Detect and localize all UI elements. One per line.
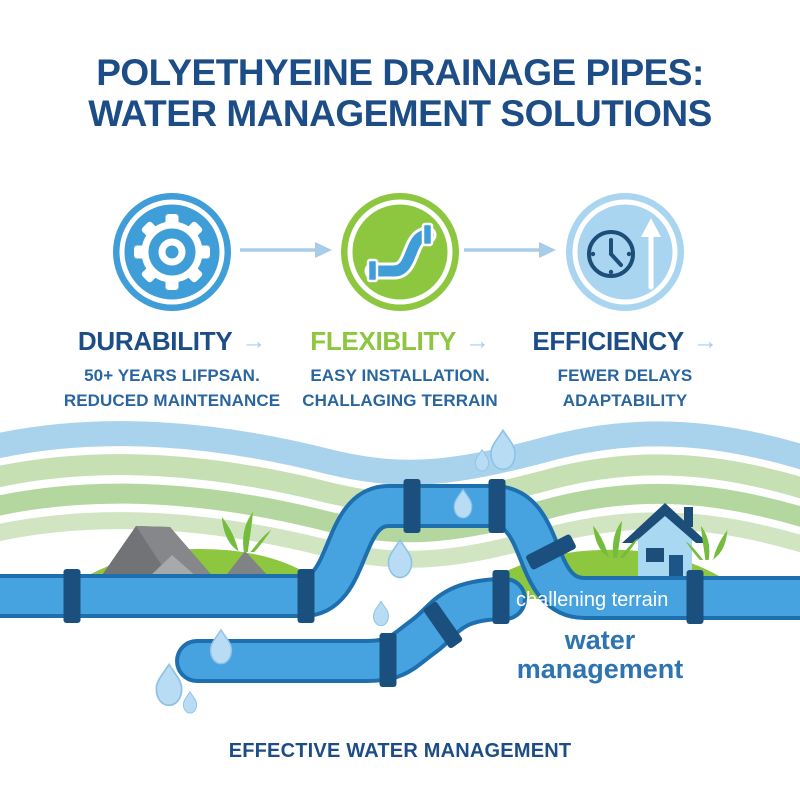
feature-line: FEWER DELAYS xyxy=(557,366,693,385)
arrow-right-icon: → xyxy=(465,327,490,355)
rock-icon xyxy=(100,526,270,578)
pipe-label: challening terrain xyxy=(516,589,668,611)
feature-description: FEWER DELAYS ADAPTABILITY xyxy=(500,363,750,413)
pipe-scene: challening terrain water management xyxy=(0,421,800,714)
feature-line: CHALLAGING TERRAIN xyxy=(302,391,498,410)
page-title: POLYETHYEINE DRAINAGE PIPES: WATER MANAG… xyxy=(0,52,800,134)
clock-icon xyxy=(587,230,635,278)
flexible-pipe-icon xyxy=(364,222,437,283)
flow-arrow-icon xyxy=(464,242,556,258)
feature-line: EASY INSTALLATION. xyxy=(310,366,490,385)
feature-line: ADAPTABILITY xyxy=(562,391,688,410)
house-icon xyxy=(622,503,708,577)
water-drop-icon xyxy=(209,629,233,665)
footer-caption: EFFECTIVE WATER MANAGEMENT xyxy=(228,740,572,762)
badge-ring xyxy=(119,199,225,305)
title-line-1: POLYETHYEINE DRAINAGE PIPES: xyxy=(96,52,704,93)
pipe-coupling xyxy=(297,569,315,623)
feature-line: REDUCED MAINTENANCE xyxy=(63,391,281,410)
title-line-2: WATER MANAGEMENT SOLUTIONS xyxy=(88,93,712,134)
watermark-line-2: management xyxy=(517,654,684,684)
pipe-coupling xyxy=(526,534,576,570)
feature-flexibility: FLEXIBLITY → EASY INSTALLATION. CHALLAGI… xyxy=(275,190,525,413)
pipe-coupling xyxy=(403,479,421,533)
pipe-coupling xyxy=(379,633,397,687)
feature-description: EASY INSTALLATION. CHALLAGING TERRAIN xyxy=(275,363,525,413)
water-drop-icon xyxy=(182,691,198,714)
feature-durability: DURABILITY → 50+ YEARS LIFPSAN. REDUCED … xyxy=(47,190,297,413)
watermark-line-1: water xyxy=(564,625,636,655)
feature-efficiency: EFFICIENCY → FEWER DELAYS ADAPTABILITY xyxy=(500,190,750,413)
gear-icon xyxy=(134,214,210,290)
badge-circle xyxy=(341,193,459,311)
flow-arrow-icon xyxy=(240,242,332,258)
feature-heading-text: DURABILITY xyxy=(77,326,233,356)
arrow-up-icon xyxy=(641,218,661,290)
pipe-coupling xyxy=(63,569,81,623)
feature-heading-text: EFFICIENCY xyxy=(532,326,684,356)
feature-description: 50+ YEARS LIFPSAN. REDUCED MAINTENANCE xyxy=(47,363,297,413)
feature-heading-efficiency: EFFICIENCY → xyxy=(500,326,750,357)
pipe-coupling xyxy=(423,601,463,649)
pipe-coupling xyxy=(492,570,510,624)
efficiency-badge xyxy=(566,193,684,311)
flexibility-badge xyxy=(341,193,459,311)
wave-band-blue xyxy=(0,421,800,485)
water-drop-icon xyxy=(373,600,389,627)
durability-badge xyxy=(113,193,231,311)
arrow-right-icon: → xyxy=(241,327,267,355)
badge-ring xyxy=(572,199,678,305)
badge-ring xyxy=(347,199,453,305)
pipe-coupling xyxy=(686,570,704,624)
feature-heading-text: FLEXIBLITY xyxy=(310,326,457,356)
feature-line: 50+ YEARS LIFPSAN. xyxy=(84,366,260,385)
feature-heading-flexibility: FLEXIBLITY → xyxy=(275,326,525,357)
feature-heading-durability: DURABILITY → xyxy=(47,326,297,357)
pipe-couplings xyxy=(63,479,704,687)
water-drop-icon xyxy=(490,429,516,471)
arrow-right-icon: → xyxy=(692,327,718,355)
water-drop-icon xyxy=(387,539,413,579)
pipe-coupling xyxy=(488,479,506,533)
wave-band-green-2 xyxy=(0,483,800,543)
badge-circle xyxy=(566,193,684,311)
